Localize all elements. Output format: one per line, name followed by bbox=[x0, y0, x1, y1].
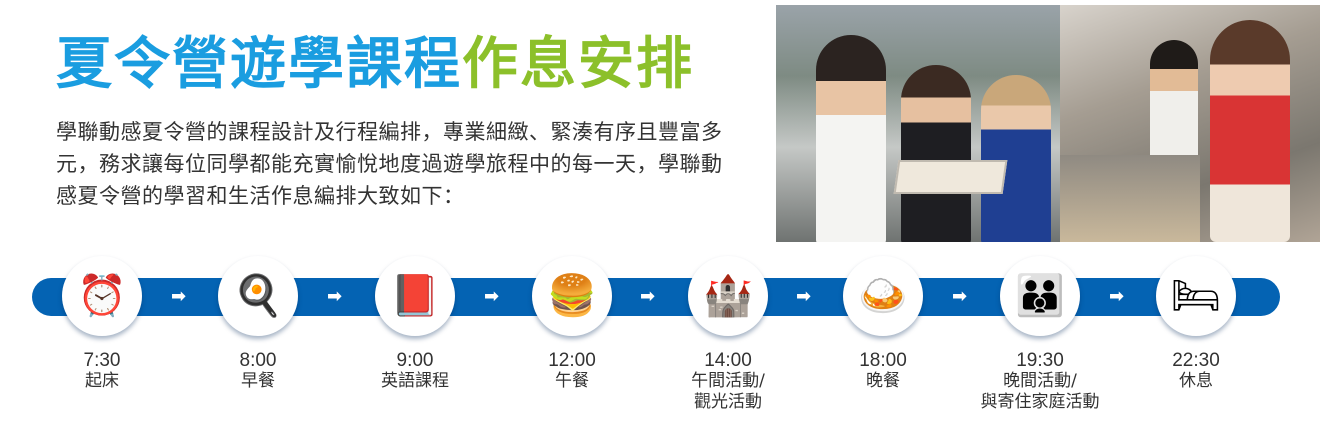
breakfast-icon: 🍳 bbox=[218, 256, 298, 336]
time-label: 22:30 bbox=[1172, 350, 1220, 371]
activity-label: 午餐 bbox=[555, 371, 589, 391]
timeline-item: 18:00 晚餐 bbox=[803, 350, 963, 392]
photo-dining-scene bbox=[1060, 5, 1320, 242]
time-label: 9:00 bbox=[396, 350, 434, 371]
arrow-right-icon: ➡ bbox=[640, 286, 656, 307]
time-label: 18:00 bbox=[859, 350, 907, 371]
activity-label: 午間活動/ bbox=[691, 371, 765, 391]
intro-paragraph: 學聯動感夏令營的課程設計及行程編排，專業細緻、緊湊有序且豐富多元，務求讓每位同學… bbox=[56, 120, 723, 208]
time-label: 14:00 bbox=[704, 350, 752, 371]
arrow-right-icon: ➡ bbox=[484, 286, 500, 307]
time-label: 8:00 bbox=[239, 350, 277, 371]
activity-label-line2: 觀光活動 bbox=[694, 392, 762, 412]
arrow-right-icon: ➡ bbox=[796, 286, 812, 307]
arrow-right-icon: ➡ bbox=[327, 286, 343, 307]
timeline-item: 7:30 起床 bbox=[22, 350, 182, 392]
time-label: 12:00 bbox=[548, 350, 596, 371]
activity-label-line2: 與寄住家庭活動 bbox=[980, 392, 1100, 412]
bed-icon: 🛏 bbox=[1156, 256, 1236, 336]
timeline-item: 19:30 晚間活動/ 與寄住家庭活動 bbox=[960, 350, 1120, 413]
photo-cooking-scene bbox=[776, 5, 1076, 242]
title-primary: 夏令營遊學課程 bbox=[56, 32, 462, 97]
alarm-clock-icon: ⏰ bbox=[62, 256, 142, 336]
activity-label: 英語課程 bbox=[381, 371, 449, 391]
activity-label: 休息 bbox=[1179, 371, 1213, 391]
big-ben-sightseeing-icon: 🏰 bbox=[688, 256, 768, 336]
students-photo bbox=[776, 5, 1320, 242]
fried-rice-icon: 🍛 bbox=[843, 256, 923, 336]
english-book-icon: 📕 bbox=[375, 256, 455, 336]
timeline-item: 8:00 早餐 bbox=[178, 350, 338, 392]
page-title: 夏令營遊學課程作息安排 bbox=[56, 28, 694, 102]
activity-label: 晚間活動/ bbox=[1003, 371, 1077, 391]
activity-label: 起床 bbox=[85, 371, 119, 391]
time-label: 7:30 bbox=[83, 350, 121, 371]
arrow-right-icon: ➡ bbox=[952, 286, 968, 307]
activity-label: 晚餐 bbox=[866, 371, 900, 391]
arrow-right-icon: ➡ bbox=[171, 286, 187, 307]
title-accent: 作息安排 bbox=[462, 32, 694, 97]
activity-label: 早餐 bbox=[241, 371, 275, 391]
host-family-icon: 👪 bbox=[1000, 256, 1080, 336]
timeline-item: 22:30 休息 bbox=[1116, 350, 1276, 392]
time-label: 19:30 bbox=[1016, 350, 1064, 371]
arrow-right-icon: ➡ bbox=[1109, 286, 1125, 307]
burger-meal-icon: 🍔 bbox=[532, 256, 612, 336]
timeline-item: 12:00 午餐 bbox=[492, 350, 652, 392]
timeline-item: 9:00 英語課程 bbox=[335, 350, 495, 392]
timeline-item: 14:00 午間活動/ 觀光活動 bbox=[648, 350, 808, 413]
